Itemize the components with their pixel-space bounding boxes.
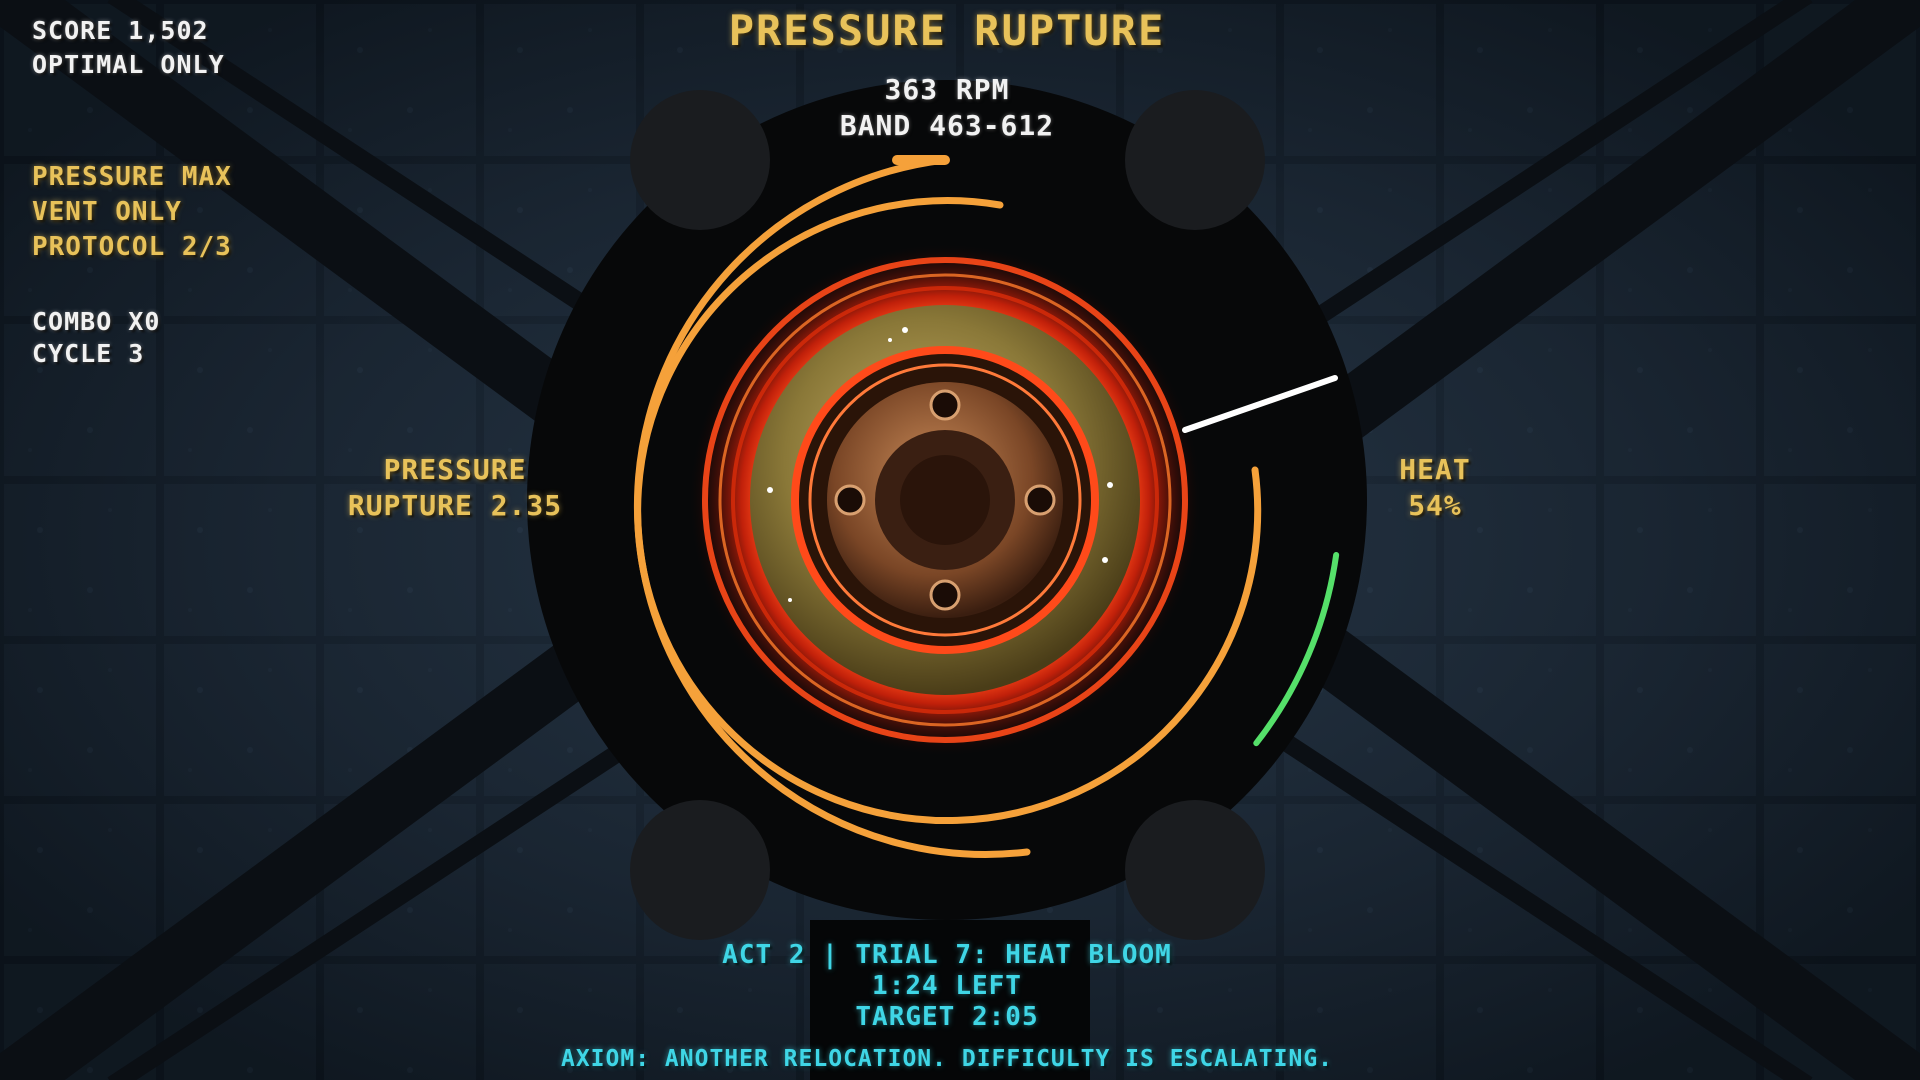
heat-label-title: HEAT	[1399, 453, 1471, 486]
modifier-vent-only: VENT ONLY	[32, 197, 182, 227]
rpm-needle	[1182, 375, 1338, 433]
pressure-label-line-2: RUPTURE 2.35	[347, 489, 563, 522]
heat-gauge-arc	[1253, 551, 1340, 747]
target-time: TARGET 2:05	[855, 1002, 1039, 1032]
heat-label: HEAT 54%	[1330, 452, 1540, 524]
score-mode-text: OPTIMAL ONLY	[32, 50, 225, 79]
rpm-band: BAND 463-612	[839, 109, 1055, 142]
combo-panel: COMBO X0 CYCLE 3	[32, 306, 160, 370]
combo-text: COMBO X0	[32, 307, 161, 336]
pressure-label: PRESSURE RUPTURE 2.35	[320, 452, 590, 524]
score-panel: SCORE 1,502 OPTIMAL ONLY	[32, 14, 225, 82]
axiom-message: AXIOM: ANOTHER RELOCATION. DIFFICULTY IS…	[560, 1046, 1334, 1072]
modifier-panel: PRESSURE MAX VENT ONLY PROTOCOL 2/3	[32, 160, 232, 265]
event-title: PRESSURE RUPTURE	[728, 6, 1166, 55]
sparks	[767, 327, 1113, 602]
modifier-pressure-max: PRESSURE MAX	[32, 162, 232, 192]
score-text: SCORE 1,502	[32, 16, 209, 45]
rpm-readout: 363 RPM BAND 463-612	[0, 72, 1894, 144]
copper-hub	[827, 382, 1063, 618]
pressure-label-line-1: PRESSURE	[383, 453, 527, 486]
time-left: 1:24 LEFT	[872, 971, 1022, 1001]
cycle-text: CYCLE 3	[32, 339, 145, 368]
trial-name: ACT 2 | TRIAL 7: HEAT BLOOM	[722, 940, 1172, 970]
rpm-ring	[634, 155, 1262, 858]
trial-panel: ACT 2 | TRIAL 7: HEAT BLOOM 1:24 LEFT TA…	[0, 940, 1894, 1033]
ember-rings	[702, 257, 1188, 743]
heat-label-value: 54%	[1408, 489, 1462, 522]
modifier-protocol: PROTOCOL 2/3	[32, 232, 232, 262]
rpm-value: 363 RPM	[884, 73, 1010, 106]
